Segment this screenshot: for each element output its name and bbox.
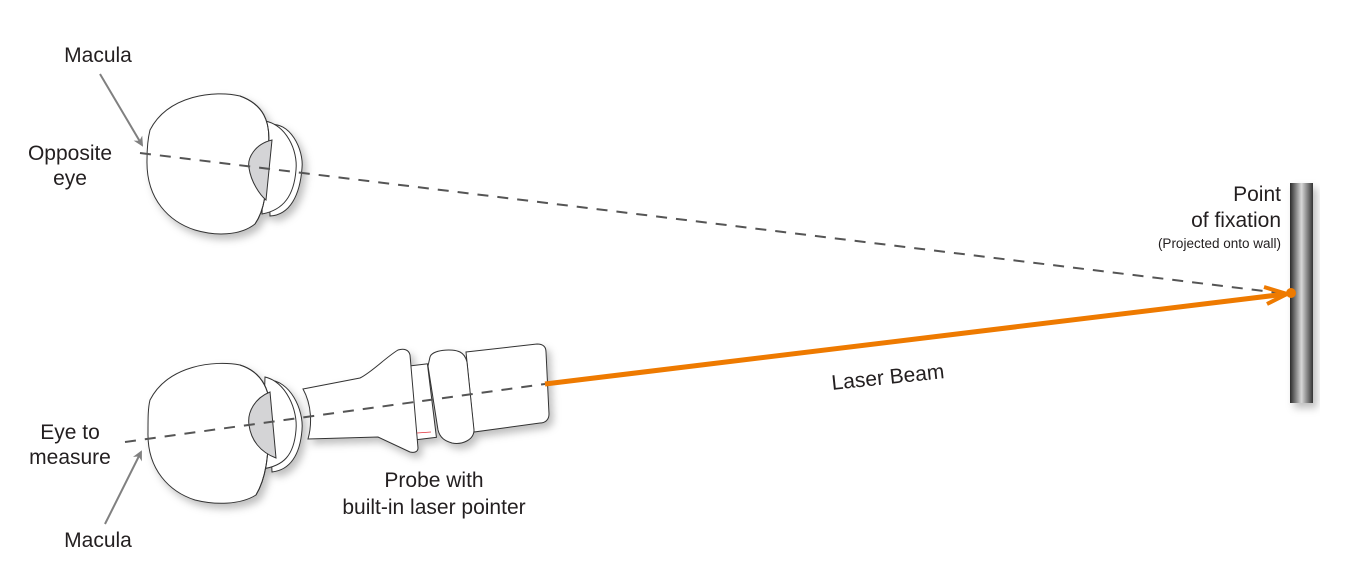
point-label-2: of fixation (1191, 209, 1281, 232)
laser-beam-label: Laser Beam (830, 360, 945, 395)
bottom-sight-line (124, 383, 546, 443)
point-label-1: Point (1233, 183, 1281, 206)
eye-measure-label-1: Eye to (40, 421, 100, 444)
probe-label-1: Probe with (384, 469, 483, 492)
opposite-eye-label-1: Opposite (28, 142, 112, 165)
macula-top-label: Macula (64, 44, 132, 67)
macula-top-arrow (99, 73, 144, 147)
point-label-3: (Projected onto wall) (1158, 236, 1281, 251)
fixation-point (1286, 288, 1296, 298)
opposite-eye-label-2: eye (53, 167, 87, 190)
eye-measure-label-2: measure (29, 446, 111, 469)
wall (1290, 183, 1313, 403)
top-sight-line (139, 152, 1289, 295)
macula-bottom-label: Macula (64, 529, 132, 552)
macula-bottom-arrow (104, 450, 142, 525)
probe-label-2: built-in laser pointer (342, 496, 525, 519)
lens (248, 139, 273, 201)
opposite-eye (146, 93, 303, 235)
laser-beam (544, 291, 1287, 387)
eye-to-measure (147, 362, 303, 504)
probe (302, 343, 550, 453)
